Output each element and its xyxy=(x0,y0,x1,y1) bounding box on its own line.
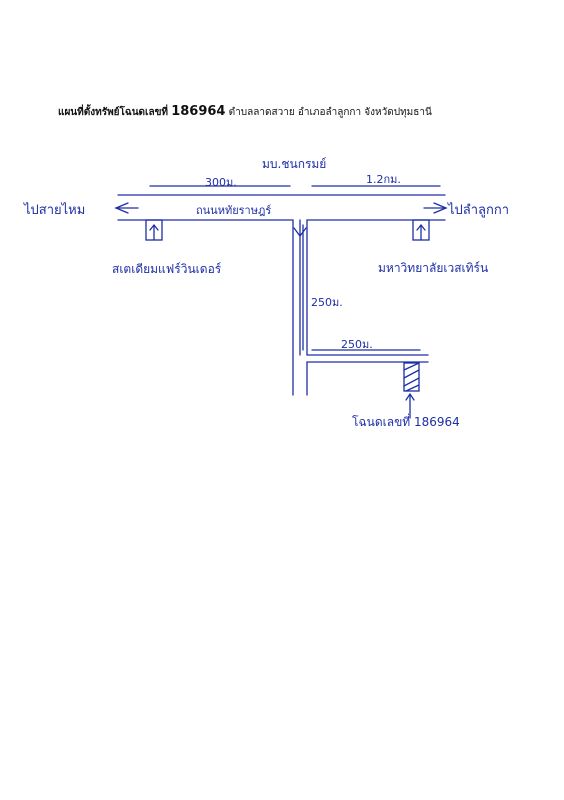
label-road: ถนนหทัยราษฎร์ xyxy=(196,204,271,217)
title-deed-number: 186964 xyxy=(171,104,226,119)
label-branch-distance: 250ม. xyxy=(341,338,373,351)
title-prefix: แผนที่ตั้งทรัพย์โฉนดเลขที่ xyxy=(58,107,169,118)
map-title: แผนที่ตั้งทรัพย์โฉนดเลขที่ 186964 ตำบลลา… xyxy=(58,104,528,120)
parcel-box xyxy=(403,362,420,392)
title-location: ตำบลลาดสวาย อำเภอลำลูกกา จังหวัดปทุมธานี xyxy=(228,107,432,118)
junction-arrow xyxy=(293,227,307,238)
label-soi-distance: 250ม. xyxy=(311,296,343,309)
label-to-right: ไปลำลูกกา xyxy=(447,202,509,218)
label-landmark-left: สเตเดียมแฟร์วินเดอร์ xyxy=(112,262,222,276)
label-dist-right: 1.2กม. xyxy=(366,173,401,186)
label-dist-left: 300ม. xyxy=(205,176,237,189)
label-landmark-right: มหาวิทยาลัยเวสเทิร์น xyxy=(378,261,488,275)
label-village: มบ.ชนกรมย์ xyxy=(262,157,326,171)
label-to-left: ไปสายไหม xyxy=(23,202,85,218)
label-parcel: โฉนดเลขที่ 186964 xyxy=(352,413,460,429)
